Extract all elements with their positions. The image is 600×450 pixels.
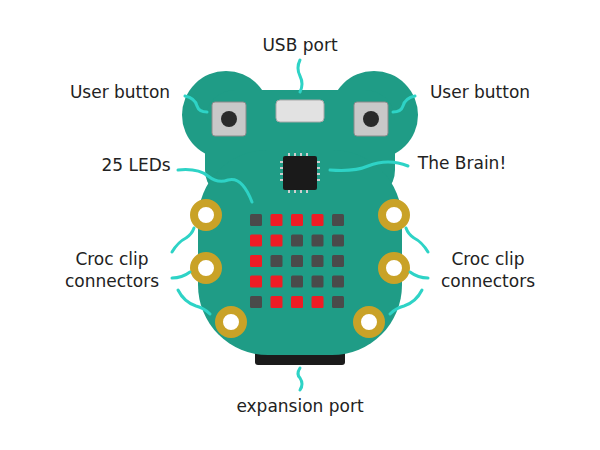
led <box>271 214 283 226</box>
led <box>332 276 344 288</box>
part-label: USB port <box>262 34 337 56</box>
led <box>250 255 262 267</box>
part-label: User button <box>430 81 530 103</box>
led <box>271 235 283 247</box>
leader-line <box>172 60 428 390</box>
led <box>291 296 303 308</box>
led <box>250 276 262 288</box>
part-label: Croc clip connectors <box>52 248 172 292</box>
led <box>332 255 344 267</box>
usb-port <box>276 100 324 122</box>
led <box>312 296 324 308</box>
led <box>312 276 324 288</box>
led <box>250 296 262 308</box>
led <box>332 296 344 308</box>
led <box>312 214 324 226</box>
led <box>291 235 303 247</box>
board-body <box>182 71 418 355</box>
led <box>271 276 283 288</box>
led <box>312 255 324 267</box>
part-label: User button <box>70 81 170 103</box>
croc-clip-pad <box>194 203 406 334</box>
led <box>250 214 262 226</box>
led <box>291 276 303 288</box>
chip <box>280 153 320 193</box>
led <box>291 214 303 226</box>
led <box>332 214 344 226</box>
led <box>271 296 283 308</box>
part-label: Croc clip connectors <box>428 248 548 292</box>
part-label: expansion port <box>236 395 363 417</box>
part-label: The Brain! <box>418 152 506 174</box>
led-matrix <box>250 214 344 308</box>
led <box>332 235 344 247</box>
led <box>250 235 262 247</box>
part-label: 25 LEDs <box>101 154 170 176</box>
led <box>291 255 303 267</box>
led <box>271 255 283 267</box>
led <box>312 235 324 247</box>
